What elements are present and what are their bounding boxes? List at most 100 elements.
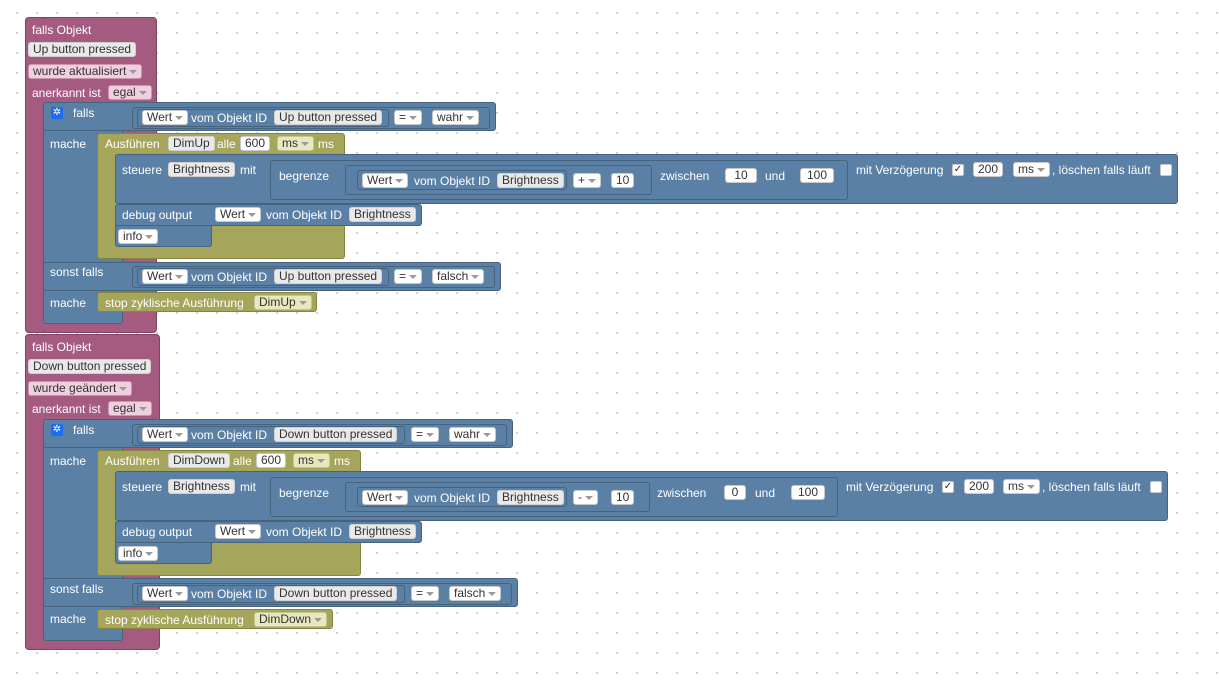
log-level-dropdown[interactable]: info	[118, 546, 159, 561]
debug-block-row	[115, 204, 422, 226]
input-connector	[604, 176, 609, 185]
input-connector	[205, 527, 210, 536]
checkmark-icon[interactable]: ✓	[942, 481, 954, 493]
interval-value-input[interactable]: 600	[256, 453, 287, 468]
property-dropdown[interactable]: Wert	[362, 490, 409, 505]
object-id-field[interactable]: Up button pressed	[274, 110, 383, 125]
max-input[interactable]: 100	[791, 485, 825, 500]
ack-dropdown[interactable]: egal	[108, 401, 152, 416]
step-input[interactable]: 10	[611, 173, 635, 188]
object-id-field[interactable]: Up button pressed	[28, 42, 137, 57]
boolean-dropdown[interactable]: falsch	[432, 269, 485, 284]
operator-dropdown[interactable]: =	[394, 110, 423, 125]
ack-dropdown[interactable]: egal	[108, 85, 152, 100]
from-object-label: vom Objekt ID	[191, 270, 268, 284]
interval-unit-dropdown[interactable]: ms	[293, 453, 330, 468]
clamp-label: begrenze	[279, 169, 330, 183]
property-dropdown[interactable]: Wert	[142, 110, 189, 125]
input-connector	[205, 210, 210, 219]
from-object-label: vom Objekt ID	[266, 208, 343, 222]
delay-label: mit Verzögerung	[846, 480, 934, 494]
property-dropdown[interactable]: Wert	[215, 207, 262, 222]
trigger-dropdown[interactable]: wurde aktualisiert	[28, 64, 143, 79]
stop-name-dropdown[interactable]: DimUp	[254, 295, 312, 310]
interval-value-input[interactable]: 600	[240, 136, 271, 151]
if-label: falls	[73, 423, 95, 437]
stop-name-dropdown[interactable]: DimDown	[254, 612, 328, 627]
trigger-dropdown[interactable]: wurde geändert	[28, 381, 133, 396]
object-id-field[interactable]: Brightness	[497, 173, 564, 188]
math-operator-dropdown[interactable]: -	[573, 490, 598, 505]
control-label: steuere	[122, 163, 163, 177]
input-connector	[127, 272, 132, 281]
boolean-dropdown[interactable]: wahr	[432, 110, 480, 125]
object-id-field[interactable]: Down button pressed	[274, 427, 398, 442]
interval-unit-label: ms	[318, 137, 334, 151]
object-id-field[interactable]: Brightness	[349, 524, 416, 539]
if-label: falls	[73, 106, 95, 120]
input-connector	[717, 488, 722, 497]
object-id-field[interactable]: Down button pressed	[274, 586, 398, 601]
object-id-field[interactable]: Up button pressed	[274, 269, 383, 284]
min-input[interactable]: 0	[724, 485, 746, 500]
property-dropdown[interactable]: Wert	[142, 427, 189, 442]
max-input[interactable]: 100	[800, 168, 834, 183]
math-operator-dropdown[interactable]: +	[573, 173, 602, 188]
min-input[interactable]: 10	[725, 168, 757, 183]
interval-block-stem	[97, 450, 115, 576]
operator-dropdown[interactable]: =	[411, 427, 440, 442]
input-connector	[425, 113, 430, 122]
trigger-block-down-stem	[25, 334, 45, 650]
step-input[interactable]: 10	[611, 490, 635, 505]
target-object-field[interactable]: Brightness	[168, 479, 235, 494]
do-label: mache	[50, 612, 87, 626]
checkmark-icon[interactable]: ✓	[952, 164, 964, 176]
from-object-label: vom Objekt ID	[191, 587, 268, 601]
delay-unit-dropdown[interactable]: ms	[1003, 479, 1040, 494]
from-object-label: vom Objekt ID	[414, 491, 491, 505]
gear-icon[interactable]: ✲	[51, 107, 63, 119]
input-connector	[425, 272, 430, 281]
interval-name-field[interactable]: DimUp	[168, 136, 215, 151]
operator-dropdown[interactable]: =	[394, 269, 423, 284]
operator-dropdown[interactable]: =	[411, 586, 440, 601]
interval-label: Ausführen	[105, 137, 160, 151]
every-label: alle	[233, 454, 252, 468]
interval-name-field[interactable]: DimDown	[168, 453, 231, 468]
delay-value-input[interactable]: 200	[964, 479, 995, 494]
input-connector	[263, 482, 268, 491]
with-label: mit	[240, 163, 256, 177]
target-object-field[interactable]: Brightness	[168, 162, 235, 177]
clear-running-checkbox[interactable]	[1150, 481, 1162, 493]
property-dropdown[interactable]: Wert	[142, 269, 189, 284]
and-label: und	[765, 169, 786, 183]
input-connector	[127, 589, 132, 598]
clear-running-label: , löschen falls läuft	[1042, 480, 1141, 494]
input-connector	[794, 171, 799, 180]
property-dropdown[interactable]: Wert	[142, 586, 189, 601]
delay-unit-dropdown[interactable]: ms	[1013, 162, 1050, 177]
input-connector	[127, 113, 132, 122]
log-level-dropdown[interactable]: info	[118, 229, 159, 244]
debug-label: debug output	[122, 525, 193, 539]
property-dropdown[interactable]: Wert	[215, 524, 262, 539]
object-id-field[interactable]: Brightness	[497, 490, 564, 505]
object-id-field[interactable]: Down button pressed	[28, 359, 152, 374]
interval-unit-dropdown[interactable]: ms	[277, 136, 314, 151]
property-dropdown[interactable]: Wert	[362, 173, 409, 188]
every-label: alle	[217, 137, 236, 151]
input-connector	[442, 589, 447, 598]
gear-icon[interactable]: ✲	[51, 424, 63, 436]
interval-label: Ausführen	[105, 454, 160, 468]
from-object-label: vom Objekt ID	[191, 428, 268, 442]
delay-value-input[interactable]: 200	[973, 162, 1004, 177]
trigger-block-up-stem	[25, 17, 45, 333]
clear-running-checkbox[interactable]	[1160, 164, 1172, 176]
object-id-field[interactable]: Brightness	[349, 207, 416, 222]
boolean-dropdown[interactable]: falsch	[449, 586, 502, 601]
interval-block-stem	[97, 133, 115, 259]
else-if-label: sonst falls	[50, 265, 104, 279]
input-connector	[718, 171, 723, 180]
boolean-dropdown[interactable]: wahr	[449, 427, 497, 442]
